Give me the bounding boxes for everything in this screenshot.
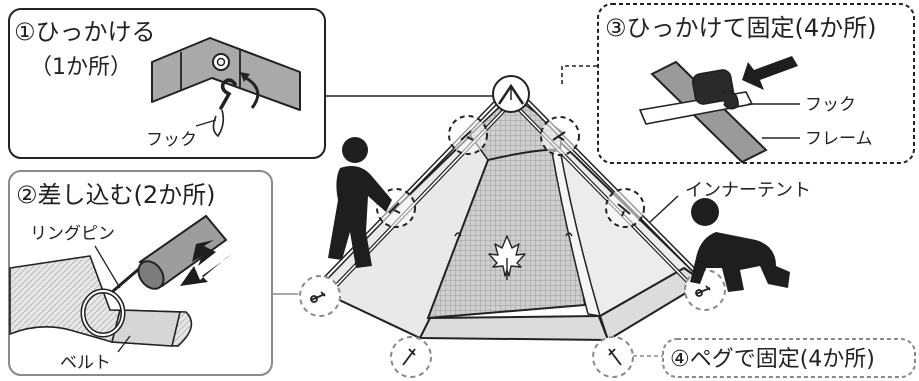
step2-belt-label: ベルト bbox=[60, 353, 111, 373]
inner-tent-label: インナーテント bbox=[685, 180, 811, 201]
clip-arrow-icon bbox=[742, 56, 798, 90]
callout-connectors bbox=[272, 65, 679, 357]
step3-frame-label: フレーム bbox=[805, 129, 873, 149]
step2-title: ②差し込む(2か所) bbox=[16, 181, 216, 209]
person-kneeling-icon bbox=[690, 198, 790, 292]
step3-hook-label: フック bbox=[805, 95, 856, 115]
insert-arrow-icon bbox=[192, 240, 216, 266]
step1-subtitle: （1か所） bbox=[30, 55, 132, 80]
callout-step3: ③ひっかけて固定(4か所) フック フレーム bbox=[597, 3, 915, 164]
apex-hook-point bbox=[492, 75, 530, 113]
step3-title: ③ひっかけて固定(4か所) bbox=[605, 14, 877, 42]
callout-step4: ④ペグで固定(4か所) bbox=[662, 338, 916, 378]
step4-title: ④ペグで固定(4か所) bbox=[670, 347, 875, 372]
person-standing-icon bbox=[328, 137, 392, 268]
callout-step1: ①ひっかける （1か所） フック bbox=[8, 8, 326, 159]
leaf-logo-icon bbox=[488, 235, 526, 280]
step1-hook-label: フック bbox=[146, 130, 197, 150]
callout-step2: ②差し込む(2か所) リングピン ベルト bbox=[8, 170, 273, 376]
step1-title: ①ひっかける bbox=[14, 18, 156, 46]
ring-icon bbox=[212, 53, 230, 71]
step2-pin-label: リングピン bbox=[30, 224, 115, 244]
tent-door-flap bbox=[551, 149, 602, 317]
hook-icon bbox=[219, 78, 237, 110]
